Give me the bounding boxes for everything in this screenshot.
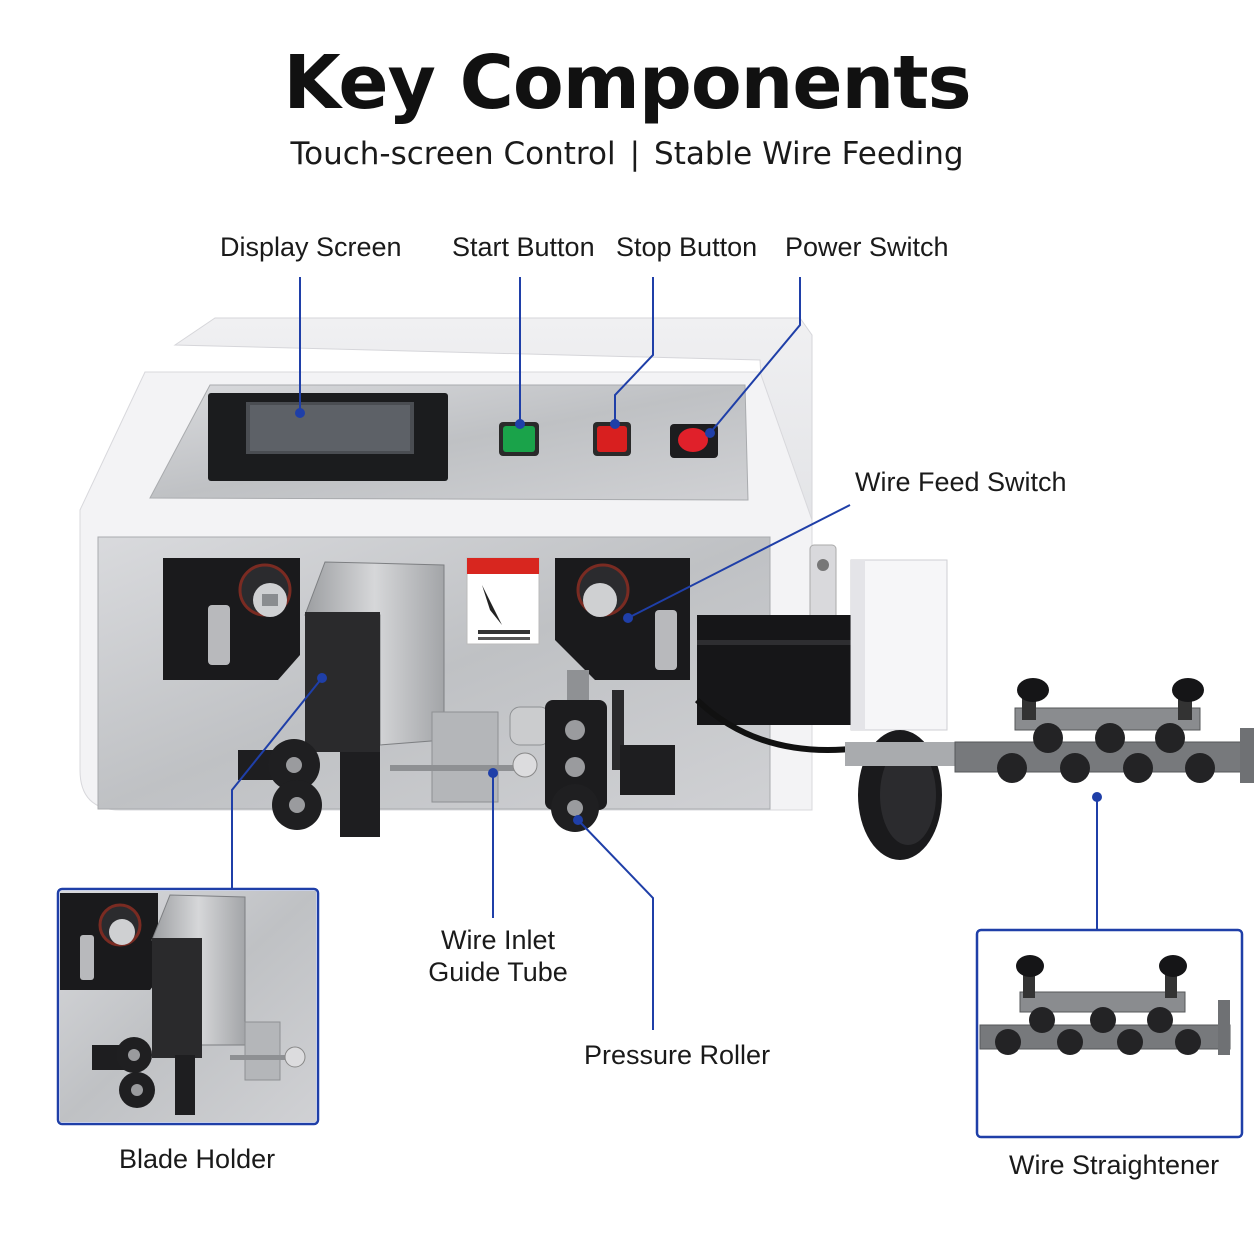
label-wire-inlet-line2: Guide Tube <box>428 957 568 987</box>
subtitle-right: Stable Wire Feeding <box>654 136 964 172</box>
warning-sticker <box>466 557 540 645</box>
label-start-button: Start Button <box>452 232 595 262</box>
label-wire-feed-switch: Wire Feed Switch <box>855 467 1067 497</box>
pressure-roller-shape <box>509 670 675 832</box>
left-rollers <box>238 739 322 830</box>
feed-wheel <box>845 730 965 860</box>
label-wire-inlet-guide-tube: Wire Inlet Guide Tube <box>418 924 578 988</box>
label-wire-straightener: Wire Straightener <box>1009 1150 1220 1180</box>
wire-straightener-shape <box>954 678 1254 783</box>
label-blade-holder: Blade Holder <box>119 1144 276 1174</box>
label-pressure-roller: Pressure Roller <box>584 1040 771 1070</box>
subtitle-left: Touch-screen Control <box>290 136 616 172</box>
label-stop-button: Stop Button <box>616 232 758 262</box>
side-plate <box>809 544 837 626</box>
label-display-screen: Display Screen <box>220 232 402 262</box>
stop-button-shape <box>593 422 631 456</box>
guide-plate <box>390 711 538 803</box>
label-wire-inlet-line1: Wire Inlet <box>440 925 556 955</box>
page-subtitle: Touch-screen Control | Stable Wire Feeding <box>0 136 1254 172</box>
wire-straightener-inset <box>975 928 1244 1139</box>
blade-holder-inset <box>56 887 320 1126</box>
callout-dots <box>295 408 1102 825</box>
callout-lines <box>231 277 1098 1030</box>
blade-block <box>304 561 445 837</box>
page-title: Key Components <box>283 40 971 126</box>
display-screen <box>208 393 448 481</box>
start-button-shape <box>499 422 539 456</box>
label-power-switch: Power Switch <box>785 232 949 262</box>
left-blade-cavity <box>163 558 300 680</box>
motor <box>694 559 948 753</box>
subtitle-separator: | <box>629 136 641 172</box>
right-feed-cavity <box>555 558 690 680</box>
